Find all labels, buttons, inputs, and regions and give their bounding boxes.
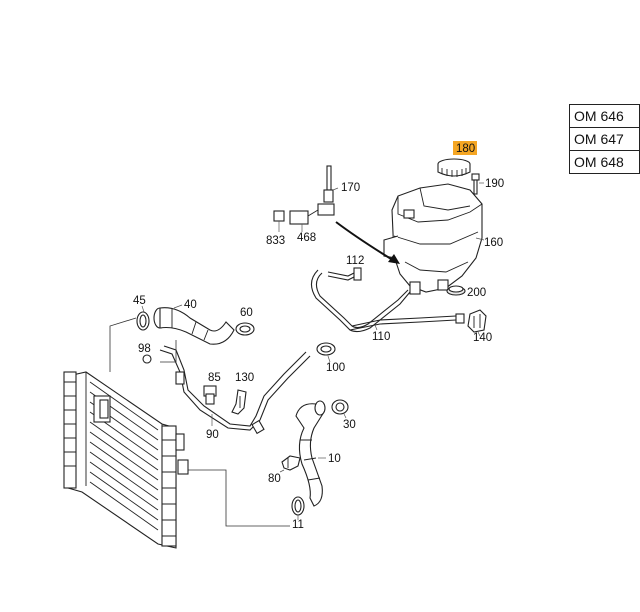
- label-140[interactable]: 140: [473, 332, 492, 344]
- label-85[interactable]: 85: [208, 372, 221, 384]
- label-11[interactable]: 11: [292, 519, 304, 531]
- label-170[interactable]: 170: [341, 182, 360, 194]
- engine-code: OM 646: [569, 104, 640, 128]
- label-200[interactable]: 200: [467, 287, 486, 299]
- label-468[interactable]: 468: [297, 232, 316, 244]
- clamp-45[interactable]: [136, 311, 150, 331]
- label-30[interactable]: 30: [343, 419, 356, 431]
- bracket-140[interactable]: [467, 309, 487, 333]
- clamp-100[interactable]: [316, 342, 336, 356]
- expansion-tank[interactable]: [383, 183, 483, 295]
- label-190[interactable]: 190: [485, 178, 504, 190]
- o-ring-98[interactable]: [142, 354, 152, 364]
- label-160[interactable]: 160: [484, 237, 503, 249]
- hose-110[interactable]: [310, 269, 465, 333]
- connector-833[interactable]: [273, 210, 285, 222]
- label-60[interactable]: 60: [240, 307, 253, 319]
- engine-code: OM 648: [569, 150, 640, 174]
- level-sensor[interactable]: [317, 165, 335, 216]
- assembly-arrow: [335, 221, 397, 263]
- label-45[interactable]: 45: [133, 295, 146, 307]
- label-98[interactable]: 98: [138, 343, 151, 355]
- label-833[interactable]: 833: [266, 235, 285, 247]
- fitting-85[interactable]: [203, 385, 217, 405]
- hose-10[interactable]: [295, 400, 326, 507]
- clamp-11[interactable]: [291, 496, 305, 516]
- label-180-highlight: [453, 141, 477, 155]
- engine-code: OM 647: [569, 127, 640, 151]
- hose-112[interactable]: [327, 267, 362, 281]
- label-90[interactable]: 90: [206, 429, 219, 441]
- link-lines: [109, 317, 290, 527]
- cap[interactable]: [437, 158, 471, 177]
- label-10[interactable]: 10: [328, 453, 341, 465]
- label-180[interactable]: 180: [456, 143, 475, 155]
- clip-80[interactable]: [281, 455, 301, 471]
- connector-468[interactable]: [289, 209, 319, 225]
- radiator[interactable]: [63, 371, 189, 549]
- hose-40[interactable]: [153, 307, 235, 345]
- pipe-90[interactable]: [159, 345, 311, 435]
- label-110[interactable]: 110: [372, 331, 390, 343]
- clamp-30[interactable]: [331, 399, 349, 415]
- label-40[interactable]: 40: [184, 299, 197, 311]
- arrow-head: [388, 254, 400, 264]
- label-112[interactable]: 112: [346, 255, 364, 267]
- label-100[interactable]: 100: [326, 362, 345, 374]
- grommet-200[interactable]: [446, 285, 466, 296]
- bracket-130[interactable]: [231, 389, 247, 415]
- clamp-60[interactable]: [235, 322, 255, 336]
- bolt[interactable]: [471, 173, 480, 195]
- engine-code-table: OM 646 OM 647 OM 648: [569, 104, 640, 174]
- label-80[interactable]: 80: [268, 473, 281, 485]
- label-130[interactable]: 130: [235, 372, 254, 384]
